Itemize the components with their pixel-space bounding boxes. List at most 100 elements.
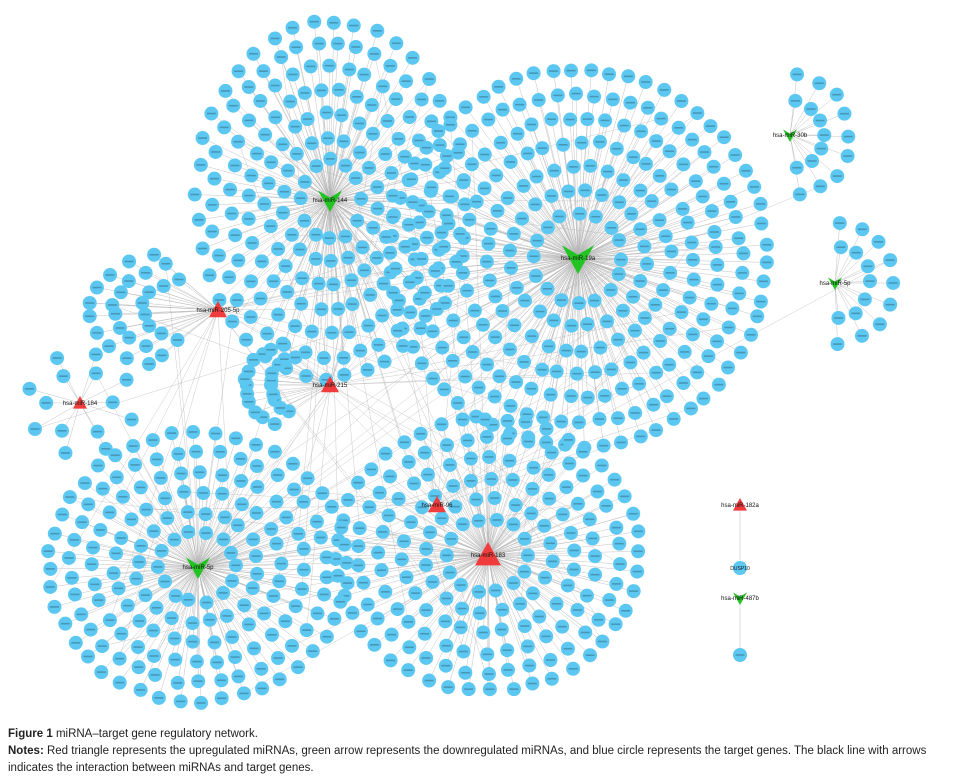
interaction-edge [197, 321, 233, 568]
interaction-edge [109, 512, 199, 568]
target-gene-label-mark [352, 96, 362, 98]
target-gene-label-mark [678, 163, 688, 166]
target-gene-label-mark [416, 432, 426, 435]
target-gene-label-mark [156, 477, 166, 479]
interaction-edge [471, 164, 579, 259]
target-gene-label-mark [756, 203, 766, 205]
interaction-edge [34, 402, 81, 430]
target-gene-label-mark [676, 311, 686, 313]
mirna-label: hsa-miR-183 [471, 553, 506, 559]
target-gene-label-mark [272, 542, 282, 545]
target-gene-label-mark [651, 140, 661, 142]
target-gene-label-mark [527, 682, 537, 685]
target-gene-label-mark [333, 42, 343, 45]
target-gene-label-mark [355, 349, 365, 352]
target-gene-label-mark [590, 573, 600, 576]
target-gene-label-mark [150, 674, 160, 676]
target-gene-label-mark [231, 437, 241, 440]
target-gene-label-mark [642, 263, 652, 265]
target-gene-label-mark [466, 480, 476, 482]
target-gene-label-mark [67, 577, 77, 579]
interaction-edge [378, 551, 489, 556]
target-gene-label-mark [381, 452, 391, 455]
target-gene-label-mark [676, 100, 686, 102]
target-gene-label-mark [488, 423, 498, 426]
target-gene-label-mark [153, 566, 163, 568]
target-gene-label-mark [344, 68, 354, 71]
target-gene-label-mark [723, 366, 733, 369]
target-gene-label-mark [105, 274, 115, 276]
target-gene-label-mark [281, 516, 291, 519]
target-gene-label-mark [394, 299, 404, 302]
target-gene-label-mark [630, 329, 640, 332]
target-gene-label-mark [566, 532, 576, 534]
target-gene-label-mark [293, 666, 303, 668]
target-gene-label-mark [709, 231, 719, 233]
target-gene-label-mark [591, 215, 601, 218]
interaction-edge [535, 204, 579, 259]
target-gene-label-mark [343, 256, 353, 259]
target-gene-label-mark [412, 277, 422, 279]
target-gene-label-mark [860, 298, 870, 301]
target-gene-label-mark [157, 354, 167, 357]
target-gene-label-mark [686, 407, 696, 410]
target-gene-label-mark [205, 274, 215, 277]
interaction-edge [834, 241, 879, 284]
target-gene-label-mark [664, 363, 674, 366]
target-gene-label-mark [246, 316, 256, 318]
target-gene-label-mark [618, 309, 628, 312]
target-gene-label-mark [421, 609, 431, 611]
target-gene-label-mark [322, 576, 332, 579]
target-gene-label-mark [317, 89, 327, 92]
target-gene-label-mark [116, 291, 126, 294]
target-gene-label-mark [246, 280, 256, 283]
target-gene-label-mark [707, 210, 717, 212]
target-gene-label-mark [425, 531, 435, 534]
target-gene-label-mark [467, 130, 477, 132]
target-gene-label-mark [706, 302, 716, 305]
target-gene-label-mark [241, 338, 251, 341]
target-gene-label-mark [519, 185, 529, 187]
interaction-edge [79, 402, 132, 420]
target-gene-label-mark [421, 564, 431, 566]
target-gene-label-mark [183, 511, 193, 513]
target-gene-label-mark [509, 233, 519, 235]
target-gene-label-mark [467, 163, 477, 166]
target-gene-label-mark [792, 166, 802, 169]
target-gene-label-mark [558, 143, 568, 146]
target-gene-label-mark [405, 311, 415, 314]
target-gene-label-mark [691, 180, 701, 183]
target-gene-label-mark [666, 188, 676, 191]
target-gene-label-mark [363, 324, 373, 327]
edge-layer [29, 21, 894, 703]
target-gene-label-mark [508, 479, 518, 481]
target-gene-label-mark [408, 346, 418, 348]
target-gene-label-mark [421, 548, 431, 550]
target-gene-label-mark [244, 119, 254, 122]
target-gene-label-mark [563, 190, 573, 193]
target-gene-label-mark [548, 560, 558, 563]
target-gene-label-mark [230, 164, 240, 167]
target-gene-label-mark [105, 619, 115, 621]
target-gene-label-mark [269, 280, 279, 283]
target-gene-label-mark [472, 200, 482, 203]
target-gene-label-mark [270, 423, 280, 425]
target-gene-label-mark [215, 451, 225, 453]
target-gene-label-mark [586, 69, 596, 72]
target-gene-label-mark [628, 512, 638, 515]
interaction-edge [329, 199, 409, 622]
target-gene-label-mark [756, 222, 766, 225]
target-gene-label-mark [819, 134, 829, 136]
target-gene-label-mark [655, 175, 665, 177]
target-gene-label-mark [353, 545, 363, 547]
target-gene-label-mark [851, 312, 861, 315]
target-gene-label-mark [250, 411, 260, 414]
interaction-edge [329, 156, 405, 201]
target-gene-label-mark [574, 302, 584, 304]
interaction-edge [262, 384, 331, 418]
interaction-edge [197, 517, 226, 568]
target-gene-label-mark [474, 591, 484, 593]
target-gene-label-mark [303, 118, 313, 120]
target-gene-label-mark [462, 289, 472, 292]
target-gene-label-mark [57, 430, 67, 432]
